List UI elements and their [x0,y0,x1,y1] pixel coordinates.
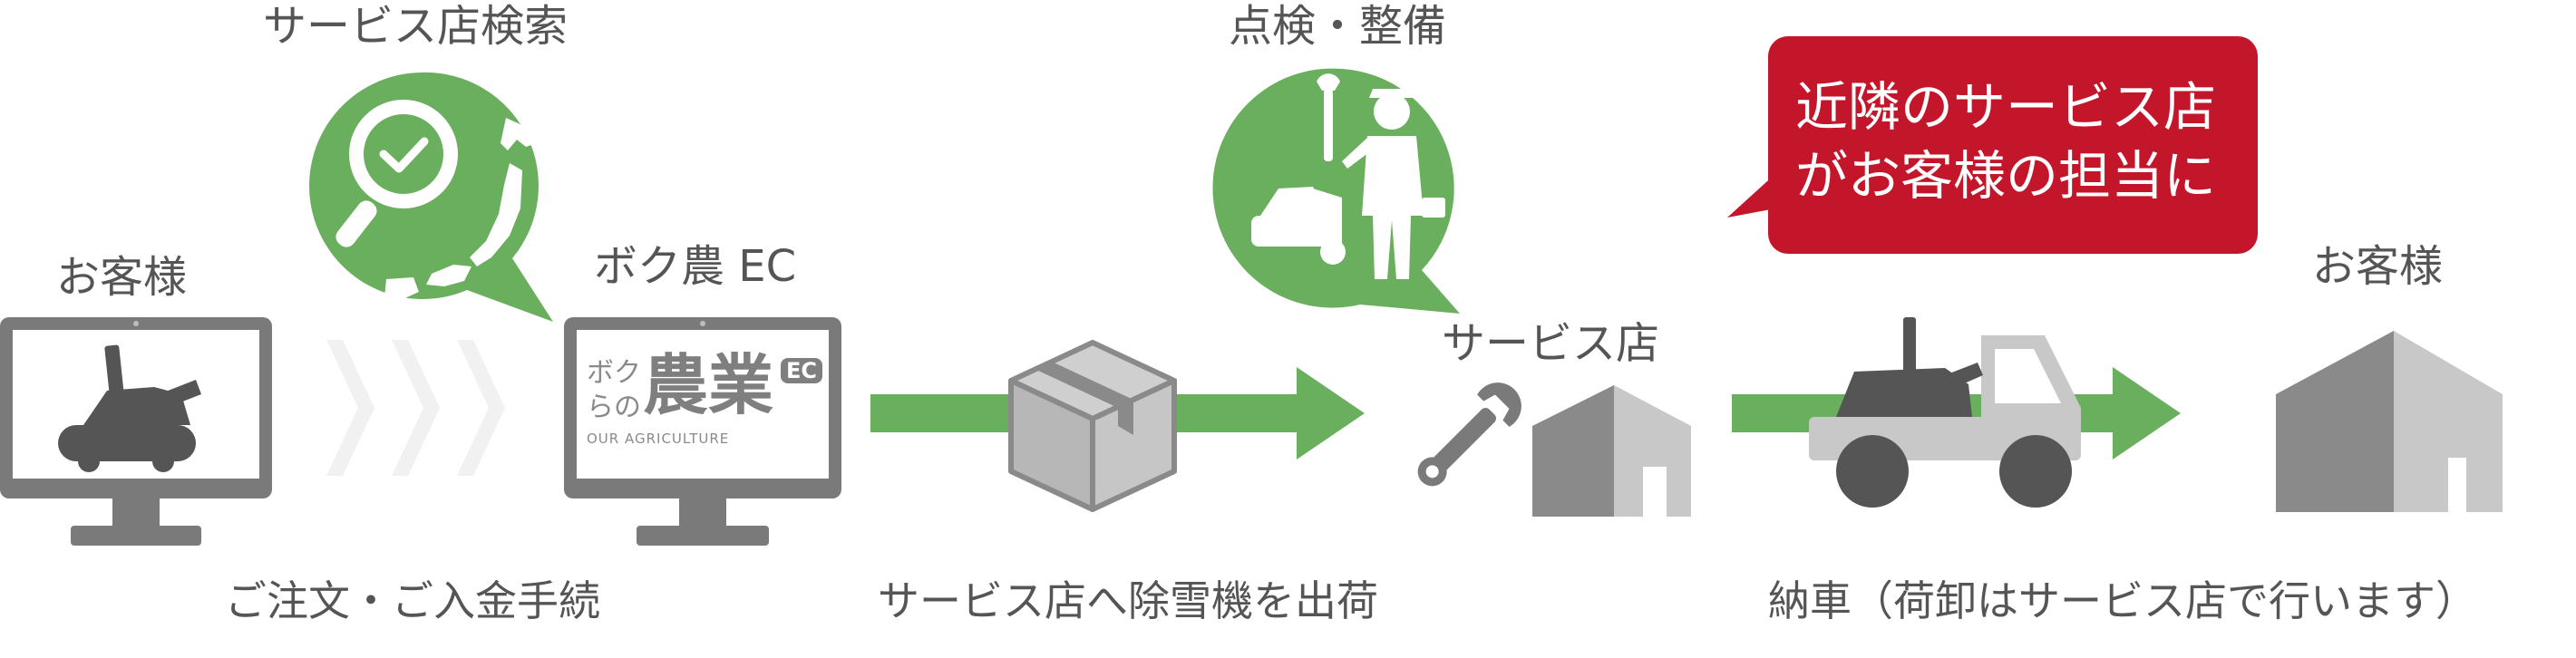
customer-monitor [0,317,272,546]
wrench-icon [1417,382,1521,487]
order-caption: ご注文・ご入金手続 [225,576,600,625]
ec-logo: ボク らの 農業 EC OUR AGRICULTURE [585,347,823,467]
ec-logo-tagline: OUR AGRICULTURE [587,431,730,447]
magnifier-icon [349,100,458,208]
ec-logo-kanji: 農業 [643,347,774,423]
ec-logo-kana-top: ボク [587,357,641,389]
japan-map-icon [363,118,537,306]
customer-building-icon [2276,331,2503,512]
raised-wrench-icon [1317,73,1340,161]
delivery-caption: 納車（荷卸はサービス店で行います） [1768,576,2477,625]
ec-label: ボク農 EC [594,241,797,292]
progress-chevrons [326,340,505,476]
search-label: サービス店検索 [263,1,569,52]
callout-line1: 近隣のサービス店 [1795,76,2217,138]
customer-left-label: お客様 [56,252,188,303]
inspection-bubble [1212,68,1460,314]
ec-logo-badge: EC [781,358,823,383]
ship-caption: サービス店へ除雪機を出荷 [878,576,1378,625]
truck-icon [1809,317,2081,508]
service-shop-label: サービス店 [1442,318,1660,369]
ec-monitor [564,317,841,546]
box-icon [1008,340,1177,512]
cargo-snowblower-icon [1836,317,1983,417]
search-bubble [309,72,553,322]
ec-logo-kana-bottom: らの [587,392,641,423]
mechanic-icon [1342,89,1445,279]
callout-line2: がお客様の担当に [1795,145,2217,207]
callout-bubble [1727,36,2258,254]
customer-right-label: お客様 [2312,241,2444,292]
inspection-label: 点検・整備 [1229,1,1447,52]
snowblower-small-icon [1251,187,1346,265]
service-shop-building-icon [1532,385,1691,517]
snowblower-icon [58,344,201,472]
